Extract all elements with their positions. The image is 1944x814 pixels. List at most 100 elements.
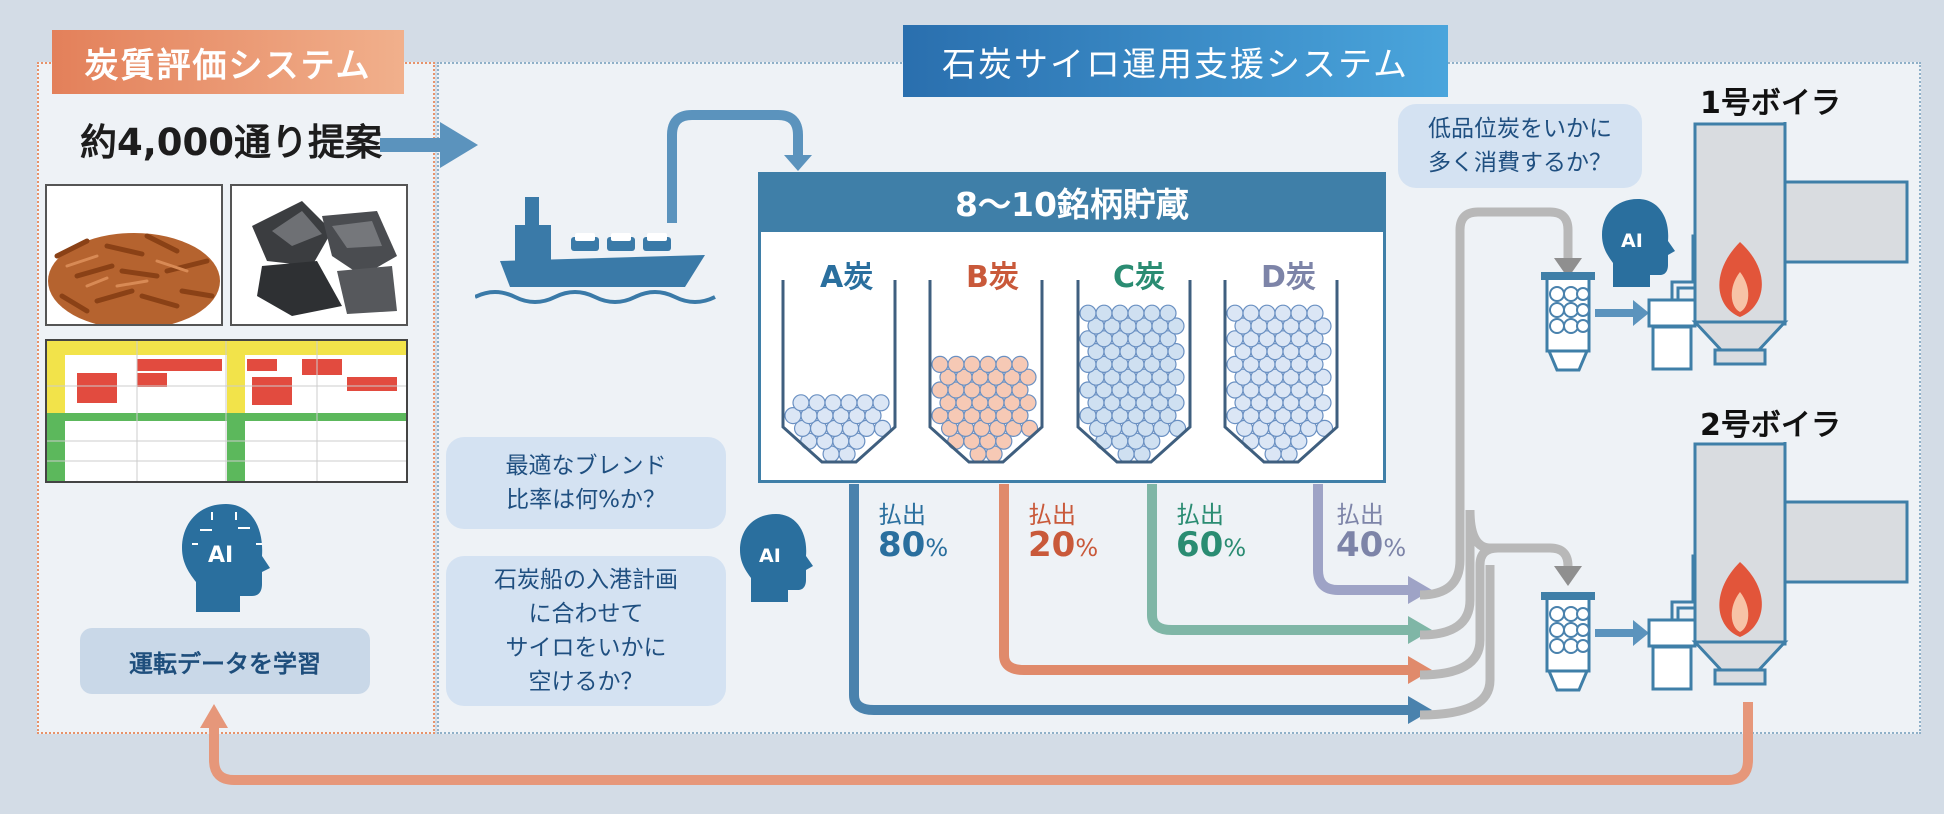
coal-particle	[1019, 394, 1037, 412]
coal-particle	[1111, 304, 1129, 322]
coal-particle	[1258, 304, 1276, 322]
coal-particle	[1314, 342, 1332, 361]
coal-particle	[1306, 330, 1324, 348]
coal-particle	[1079, 304, 1097, 322]
boiler2-icon	[1541, 442, 1909, 692]
coal-particle	[1274, 304, 1292, 322]
coal-particle	[995, 355, 1013, 373]
silo-outline	[1076, 280, 1192, 464]
ai-head-icon: AI	[182, 504, 270, 612]
boiler1-feed-arrowhead-icon	[1554, 258, 1582, 278]
silo-operation-title: 石炭サイロ運用支援システム	[903, 25, 1448, 97]
coal-particle	[1011, 355, 1029, 373]
ship-to-silo-arrow-icon	[667, 110, 812, 223]
silo-c-output-value: 60	[1176, 525, 1224, 565]
silo-a-label: A炭	[820, 260, 874, 295]
blend-question-line2: 比率は何%か？	[506, 487, 666, 513]
coal-particle	[1242, 304, 1260, 322]
coal-particle	[824, 394, 842, 412]
coal-ship-icon	[475, 197, 716, 304]
coal-particle	[1314, 317, 1332, 335]
coal-particle	[1306, 304, 1324, 322]
spreadsheet-icon	[47, 341, 406, 481]
ship-question-line2: に合わせて	[528, 601, 644, 627]
coal-particle	[1159, 407, 1177, 425]
ai-label: AI	[208, 543, 233, 568]
flow-b-line	[999, 484, 1410, 675]
feedback-loop-arrow-icon	[200, 702, 1753, 785]
low-grade-question-line2: 多く消費するか？	[1428, 150, 1612, 176]
flow-a-arrowhead-icon	[1408, 696, 1432, 724]
coal-particle	[1011, 407, 1029, 425]
coal-particle	[792, 394, 810, 412]
silo-outline	[781, 280, 897, 464]
ship-question-bubble: 石炭船の入港計画 に合わせて サイロをいかに 空けるか？	[446, 556, 726, 706]
coal-particle	[1226, 304, 1244, 322]
silo-d	[1223, 280, 1339, 464]
silo-b-label: B炭	[966, 260, 1019, 295]
coal-particle	[963, 355, 981, 373]
coal-particle	[1314, 394, 1332, 412]
boiler2-mill-balls	[1549, 606, 1590, 654]
proposal-text: 約4,000通り提案	[80, 121, 383, 164]
silo-a-output-label: 払出	[878, 501, 926, 529]
coal-particle	[1167, 394, 1185, 412]
coal-particle	[856, 394, 874, 412]
low-grade-question-line1: 低品位炭をいかに	[1428, 116, 1612, 142]
silo-storage-title: 8～10銘柄貯蔵	[758, 172, 1386, 232]
coal-particle	[1095, 304, 1113, 322]
ai-head-right-icon: AI	[1602, 199, 1675, 287]
proposal-arrow-icon	[380, 122, 478, 168]
ship-question-line4: 空けるか？	[528, 669, 644, 695]
boiler1-mill-balls	[1549, 286, 1590, 334]
flow-a-line	[849, 484, 1410, 715]
coal-particle	[979, 355, 997, 373]
coal-particle	[840, 394, 858, 412]
pellet-image-icon	[47, 186, 221, 324]
coal-particle	[1290, 304, 1308, 322]
silo-d-label: D炭	[1261, 260, 1316, 295]
learn-operation-data-label: 運転データを学習	[80, 628, 370, 694]
silo-c-label: C炭	[1113, 260, 1166, 295]
flow-c-line	[1147, 484, 1410, 635]
blend-question-line1: 最適なブレンド	[505, 453, 667, 479]
coal-particle	[1143, 304, 1161, 322]
silo-b-output-unit: %	[1075, 534, 1099, 562]
ai-label-middle: AI	[759, 545, 781, 567]
silo-a-output: 払出 80%	[878, 500, 948, 563]
coal-image-icon	[232, 186, 406, 324]
ai-label-right: AI	[1621, 230, 1643, 252]
silo-b-output: 払出 20%	[1028, 500, 1098, 563]
coal-particle	[1159, 381, 1177, 399]
silo-c-output: 払出 60%	[1176, 500, 1246, 563]
silo-d-output: 払出 40%	[1336, 500, 1406, 563]
coal-particle	[947, 355, 965, 373]
silo-output-flows	[849, 484, 1432, 724]
coal-particle	[931, 355, 949, 373]
silo-c	[1076, 280, 1192, 464]
boiler-feed-lines	[1419, 207, 1582, 720]
boiler1-icon	[1541, 122, 1909, 372]
boiler1-title: 1号ボイラ	[1700, 86, 1841, 121]
pellet-photo	[45, 184, 223, 326]
silo-b-output-value: 20	[1028, 525, 1076, 565]
silo-a-output-value: 80	[878, 525, 926, 565]
silo-d-output-unit: %	[1383, 534, 1407, 562]
silo-a	[781, 280, 897, 464]
coal-particle	[1127, 304, 1145, 322]
low-grade-question-bubble: 低品位炭をいかに 多く消費するか？	[1398, 104, 1642, 188]
silo-a-output-unit: %	[925, 534, 949, 562]
coal-particle	[1159, 330, 1177, 348]
silo-c-output-label: 払出	[1176, 501, 1224, 529]
coal-evaluation-title: 炭質評価システム	[52, 30, 404, 94]
silo-b	[928, 280, 1044, 464]
coal-particle	[872, 394, 890, 412]
silo-d-output-label: 払出	[1336, 501, 1384, 529]
blend-question-bubble: 最適なブレンド 比率は何%か？	[446, 437, 726, 529]
coal-particle	[864, 407, 882, 425]
ship-question-line3: サイロをいかに	[505, 635, 667, 661]
coal-particle	[1306, 355, 1324, 373]
coal-particle	[1306, 407, 1324, 425]
coal-particle	[1167, 342, 1185, 361]
silo-drawing	[781, 280, 1339, 464]
